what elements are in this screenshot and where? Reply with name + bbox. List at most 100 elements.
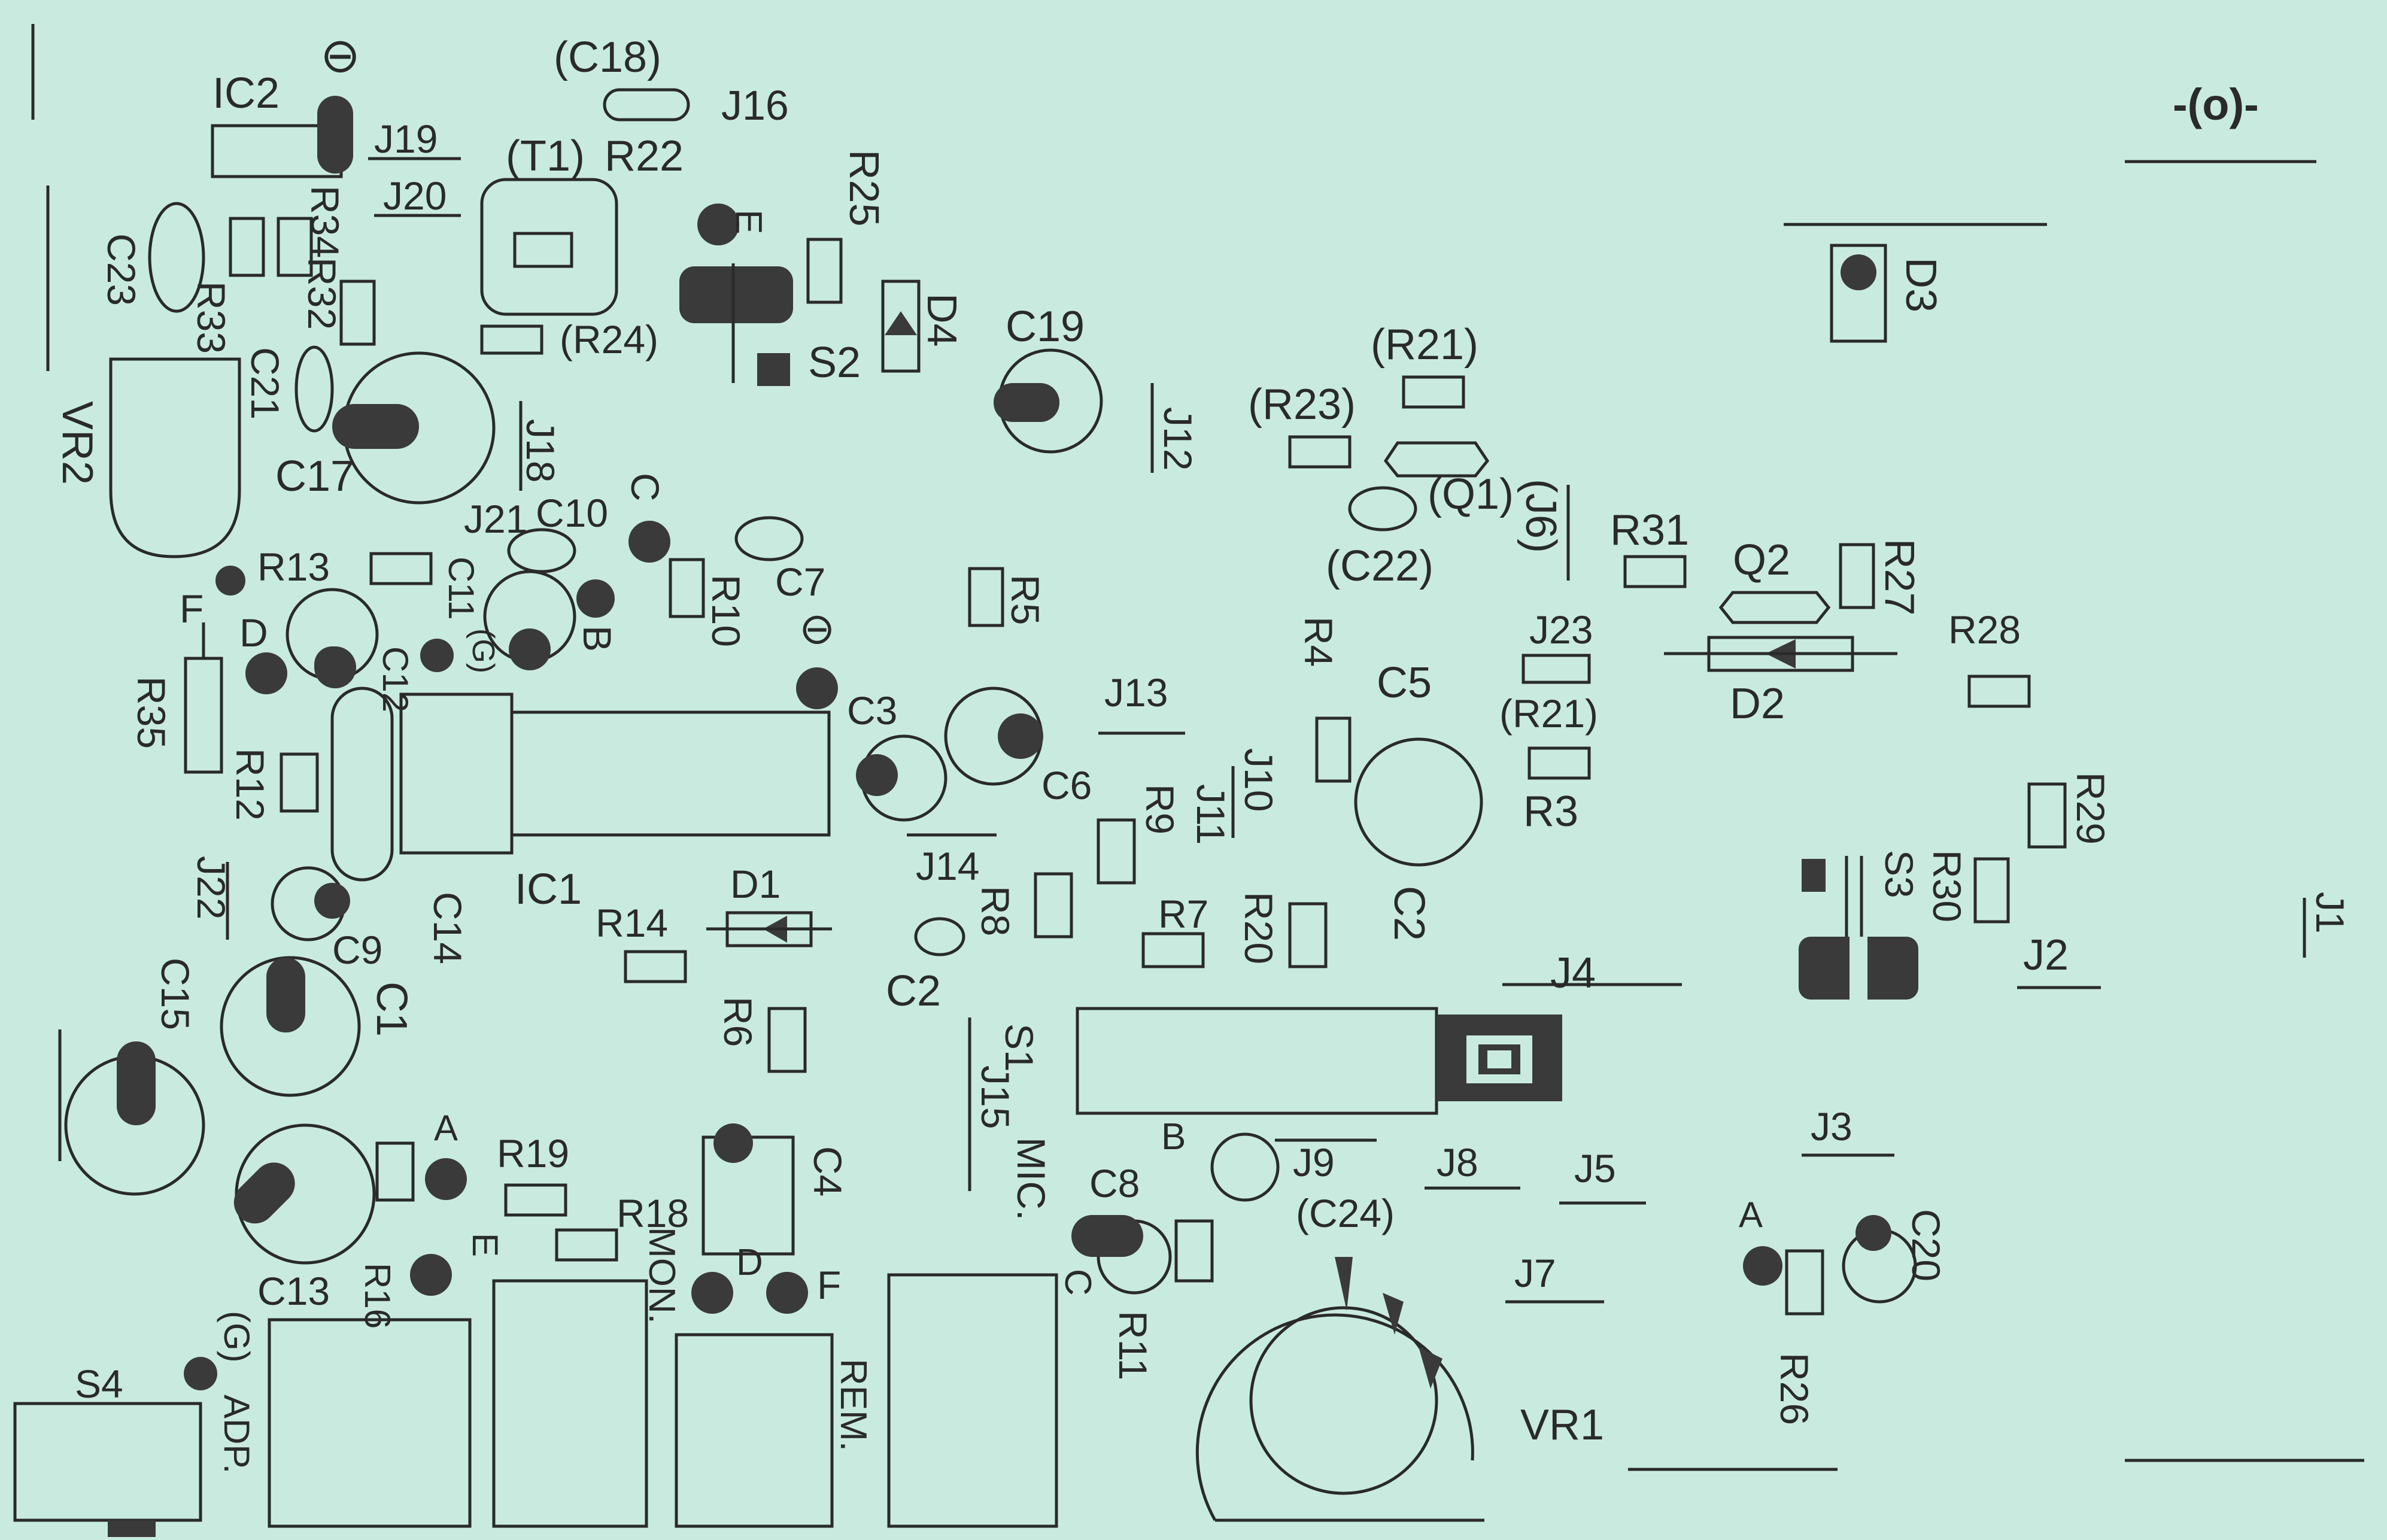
label-C10: C10 [536, 491, 608, 535]
d3: D3 [1830, 244, 1945, 343]
label-C4: C4 [806, 1146, 850, 1196]
jack-box-mic [887, 1273, 1058, 1528]
label-J15: J15 [973, 1065, 1018, 1129]
label-C2-left: C2 [886, 967, 941, 1015]
r19 [504, 1183, 567, 1217]
label-J2: J2 [2023, 931, 2069, 979]
label-C24: (C24) [1296, 1191, 1395, 1235]
label-C21: C21 [243, 347, 287, 420]
label-R18: R18 [617, 1191, 689, 1235]
label-R19: R19 [497, 1131, 569, 1175]
label-J4: J4 [1550, 949, 1596, 997]
label-E-top: E [728, 209, 769, 234]
label-R21-top: (R21) [1371, 321, 1478, 369]
c4: C4 [701, 1123, 850, 1256]
ic2: IC2 ⊖ [211, 29, 360, 178]
label-VR1: VR1 [1520, 1401, 1604, 1449]
label-C6: C6 [1041, 763, 1092, 807]
r14 [624, 950, 687, 983]
label-J21: J21 [464, 497, 527, 541]
jack-box-1 [268, 1318, 472, 1528]
d2: D2 [1664, 636, 1897, 728]
label-B-low: B [1161, 1116, 1186, 1158]
label-R16: R16 [357, 1263, 397, 1329]
label-C11: C11 [441, 557, 481, 620]
r23: (R23) [1248, 381, 1356, 469]
label-C1: C1 [368, 982, 415, 1037]
label-J10: J10 [1237, 748, 1281, 812]
j23 [1522, 654, 1591, 684]
t1-transformer: (T1) R22 [480, 132, 684, 316]
d4: D4 [881, 280, 965, 373]
label-C9: C9 [332, 928, 382, 972]
c13: C13 [233, 1123, 376, 1313]
c10 [507, 528, 576, 573]
r34 [277, 217, 313, 277]
label-MIC: MIC. [1009, 1137, 1053, 1220]
label-R28: R28 [1948, 608, 2021, 652]
r3 [1527, 746, 1591, 780]
label-A-right: A [1739, 1195, 1763, 1235]
vr2: VR2 [53, 357, 241, 558]
label-G-mid: (G) [466, 628, 500, 673]
label-F: F [180, 587, 204, 631]
label-C8: C8 [1089, 1161, 1140, 1205]
label-G-low: (G) [217, 1311, 257, 1363]
s4: S4 [13, 1362, 202, 1537]
label-J18: J18 [518, 419, 563, 482]
vr1: VR1 [1195, 1257, 1604, 1521]
c17: C17 [275, 351, 496, 505]
r11 [1174, 1219, 1214, 1283]
label-J7: J7 [1514, 1251, 1556, 1295]
label-C18: (C18) [554, 34, 661, 81]
label-S2: S2 [808, 339, 861, 387]
j9-transistor [1210, 1132, 1280, 1202]
label-R21-mid: (R21) [1499, 691, 1598, 736]
label-IC2: IC2 [212, 69, 280, 117]
jack-box-mon [492, 1279, 648, 1528]
label-J11: J11 [1189, 784, 1233, 845]
label-R10: R10 [704, 575, 748, 647]
r25: R25 [806, 150, 888, 304]
r21-top: (R21) [1371, 321, 1478, 409]
q2: Q2 [1718, 536, 1831, 624]
q1: (Q1) [1383, 441, 1514, 518]
label-J6: (J6) [1517, 479, 1565, 553]
label-E-low: E [465, 1233, 505, 1257]
label-A-left: A [434, 1108, 458, 1148]
label-S1: S1 [997, 1023, 1041, 1072]
label-J3: J3 [1811, 1104, 1852, 1149]
label-S3: S3 [1877, 850, 1921, 898]
label-C19: C19 [1006, 303, 1085, 351]
label-R34: R34 [303, 186, 347, 258]
label-R12: R12 [228, 748, 272, 821]
r8 [1034, 872, 1073, 938]
label-D2: D2 [1730, 680, 1785, 728]
label-R7: R7 [1158, 892, 1208, 936]
r5 [968, 567, 1004, 627]
r26 [1785, 1249, 1824, 1316]
label-J14: J14 [916, 844, 979, 888]
label-J1: J1 [2308, 892, 2352, 934]
r27: R27 [1839, 539, 1923, 615]
label-C23: C23 [99, 233, 144, 306]
c1: C1 [220, 956, 415, 1097]
label-C17: C17 [275, 452, 354, 500]
label-J8: J8 [1437, 1140, 1478, 1184]
label-R14: R14 [596, 901, 668, 945]
minus-sign-IC2: ⊖ [320, 29, 360, 82]
label-F-low: F [817, 1263, 841, 1307]
label-R9: R9 [1138, 784, 1182, 834]
label-J23: J23 [1529, 608, 1593, 652]
label-C22: (C22) [1326, 542, 1434, 590]
minus-sign-C7: ⊖ [799, 605, 835, 653]
label-VR2: VR2 [53, 401, 101, 485]
c14: C14 [314, 646, 470, 964]
c21 [294, 345, 334, 433]
label-J19: J19 [374, 117, 438, 161]
label-R24: (R24) [560, 317, 658, 362]
label-J20: J20 [383, 174, 447, 218]
label-R23: (R23) [1248, 381, 1356, 429]
c8: C8 [1071, 1161, 1172, 1295]
